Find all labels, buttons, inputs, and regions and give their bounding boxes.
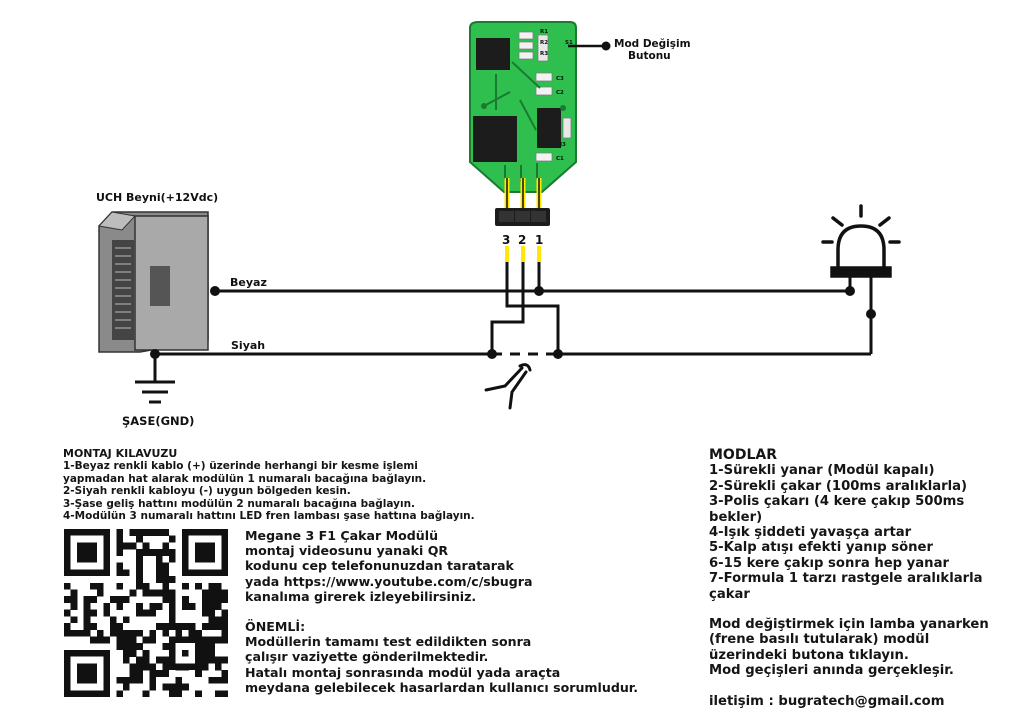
- info-line: kodunu cep telefonunuzdan taratarak: [245, 558, 514, 574]
- info-line: montaj videosunu yanaki QR: [245, 543, 449, 559]
- pcb-chip-main: [473, 116, 517, 162]
- modes-panel: MODLAR 1-Sürekli yanar (Modül kapalı) 2-…: [709, 447, 1009, 709]
- guide-step: yapmadan hat alarak modülün 1 numaralı b…: [63, 472, 427, 485]
- pin-1-label: 1: [535, 233, 543, 247]
- pcb-label-r1: R1: [540, 29, 548, 35]
- pin-3-label: 3: [502, 233, 510, 247]
- pin-header: 3 2 1: [495, 178, 550, 262]
- modes-title: MODLAR: [709, 447, 777, 463]
- important-line: meydana gelebilecek hasarlardan kullanıc…: [245, 679, 638, 695]
- uch-ecu: UCH Beyni(+12Vdc): [96, 191, 218, 353]
- mode-note-line: (frene basılı tutularak) modül: [709, 632, 930, 648]
- important-title: ÖNEMLİ:: [245, 619, 306, 635]
- pcb-label-c1: C1: [556, 156, 564, 162]
- mode-item: 7-Formula 1 tarzı rastgele aralıklarla ç…: [709, 571, 983, 602]
- youtube-link[interactable]: yada https://www.youtube.com/c/sbugra: [245, 573, 533, 589]
- installation-guide: MONTAJ KILAVUZU 1-Beyaz renkli kablo (+)…: [63, 447, 523, 523]
- info-line: kanalıma girerek izleyebilirsiniz.: [245, 588, 477, 604]
- mode-note-line: üzerindeki butona tıklayın.: [709, 647, 909, 663]
- pcb-chip-right: [537, 108, 561, 148]
- ecu-label: UCH Beyni(+12Vdc): [96, 191, 218, 204]
- white-wire-label: Beyaz: [230, 276, 267, 289]
- pcb-chip-upper: [476, 38, 510, 70]
- pcb-label-s1: S1: [565, 40, 573, 46]
- pcb-label-r2: R2: [540, 40, 548, 46]
- mode-item: 2-Sürekli çakar (100ms aralıklarla): [709, 478, 968, 494]
- brake-lamp-icon: [821, 204, 901, 278]
- guide-title: MONTAJ KILAVUZU: [63, 447, 178, 460]
- important-line: Hatalı montaj sonrasında modül yada araç…: [245, 664, 561, 680]
- video-info: Megane 3 F1 Çakar Modülü montaj videosun…: [245, 528, 705, 695]
- mode-item: 1-Sürekli yanar (Modül kapalı): [709, 463, 935, 479]
- black-wire-label: Siyah: [231, 339, 265, 352]
- mode-item: 4-Işık şiddeti yavaşça artar: [709, 525, 912, 541]
- wiring-diagram: R1 R2 R3 S1 C3 C2 J3 C1 Mod Değişim Buto…: [96, 21, 901, 428]
- important-line: çalışır vaziyette gönderilmektedir.: [245, 649, 489, 665]
- qr-code-icon[interactable]: [64, 529, 228, 697]
- important-line: Modüllerin tamamı test edildikten sonra: [245, 634, 532, 650]
- guide-step: 1-Beyaz renkli kablo (+) üzerinde herhan…: [63, 460, 418, 473]
- mode-item: 5-Kalp atışı efekti yanıp söner: [709, 540, 933, 556]
- mode-item: 3-Polis çakarı (4 kere çakıp 500ms bekle…: [709, 494, 965, 525]
- cakar-module-pcb: R1 R2 R3 S1 C3 C2 J3 C1: [469, 21, 577, 193]
- mode-note-line: Mod değiştirmek için lamba yanarken: [709, 617, 989, 633]
- pin-2-label: 2: [518, 233, 526, 247]
- contact-email[interactable]: iletişim : bugratech@gmail.com: [709, 693, 945, 709]
- wiring: [153, 262, 873, 382]
- info-line: Megane 3 F1 Çakar Modülü: [245, 528, 439, 543]
- guide-step: 4-Modülün 3 numaralı hattını LED fren la…: [63, 510, 475, 523]
- guide-step: 3-Şase geliş hattını modülün 2 numaralı …: [63, 497, 416, 510]
- pcb-label-r3: R3: [540, 51, 548, 57]
- mode-button-label: Mod Değişim: [614, 38, 691, 50]
- pcb-label-c2: C2: [556, 90, 564, 96]
- wire-cutter-icon: [484, 363, 532, 410]
- ground-symbol-icon: [135, 380, 175, 404]
- wire-junctions: [150, 286, 876, 359]
- pcb-label-j3: J3: [559, 142, 566, 148]
- ground-label: ŞASE(GND): [122, 414, 194, 428]
- guide-step: 2-Siyah renkli kabloyu (-) uygun bölgede…: [63, 485, 351, 498]
- pcb-label-c3: C3: [556, 76, 564, 82]
- mode-item: 6-15 kere çakıp sonra hep yanar: [709, 555, 949, 571]
- mode-button-callout: Mod Değişim Butonu: [568, 38, 691, 62]
- mode-note-line: Mod geçişleri anında gerçekleşir.: [709, 663, 954, 679]
- mode-button-label-2: Butonu: [628, 50, 671, 62]
